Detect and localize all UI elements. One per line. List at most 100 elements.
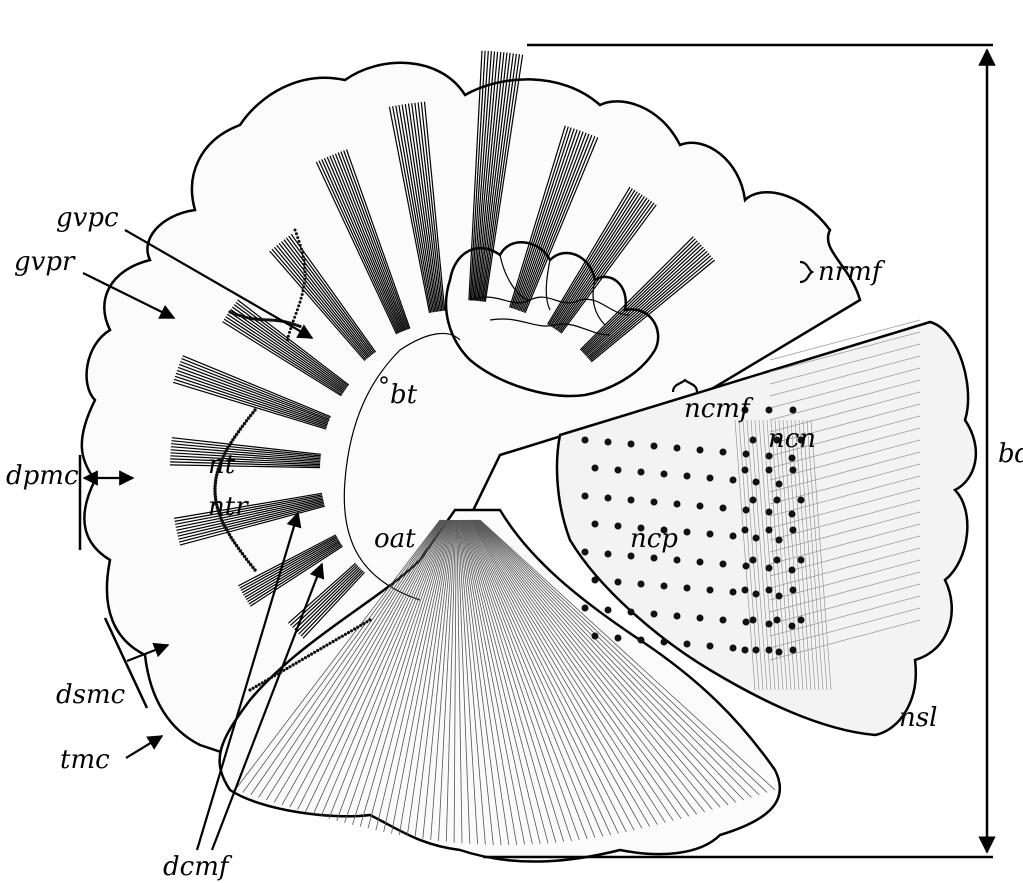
cnidocyte: [628, 609, 635, 616]
cnidocyte: [753, 647, 760, 654]
cnidocyte: [615, 467, 622, 474]
cnidocyte: [766, 587, 773, 594]
dot: [365, 620, 368, 623]
dot: [247, 560, 250, 563]
cnidocyte: [766, 407, 773, 414]
cnidocyte: [615, 579, 622, 586]
dot: [302, 259, 305, 262]
dot: [304, 270, 307, 273]
cnidocyte: [720, 449, 727, 456]
cnidocyte: [651, 555, 658, 562]
cnidocyte: [789, 567, 796, 574]
dot: [286, 339, 289, 342]
dot: [353, 627, 356, 630]
dot: [292, 320, 295, 323]
cnidocyte: [674, 501, 681, 508]
cnidocyte: [592, 633, 599, 640]
cnidocyte: [651, 499, 658, 506]
dot: [313, 651, 316, 654]
dot: [310, 653, 313, 656]
cnidocyte: [684, 473, 691, 480]
label-ncn: ncn: [768, 424, 816, 454]
cnidocyte: [638, 581, 645, 588]
tmc-pointer: [126, 736, 162, 758]
cnidocyte: [750, 497, 757, 504]
cnidocyte: [742, 527, 749, 534]
dot: [270, 676, 273, 679]
dot: [328, 642, 331, 645]
dot: [319, 647, 322, 650]
dot: [297, 304, 300, 307]
cnidocyte: [776, 537, 783, 544]
cnidocyte: [582, 605, 589, 612]
dot: [298, 660, 301, 663]
label-bd: bd: [998, 439, 1023, 469]
cnidocyte: [592, 465, 599, 472]
dot: [356, 626, 359, 629]
cnidocyte: [674, 613, 681, 620]
dot: [287, 335, 290, 338]
dot: [299, 244, 302, 247]
cnidocyte: [742, 647, 749, 654]
dot: [368, 618, 371, 621]
cnidocyte: [776, 649, 783, 656]
dot: [350, 629, 353, 632]
label-gvpr: gvpr: [14, 247, 76, 277]
dot: [338, 636, 341, 639]
cnidocyte: [697, 615, 704, 622]
dot: [359, 624, 362, 627]
cnidocyte: [605, 607, 612, 614]
cnidocyte: [674, 445, 681, 452]
cnidocyte: [638, 637, 645, 644]
dot: [325, 644, 328, 647]
dot: [264, 679, 267, 682]
dot: [241, 425, 244, 428]
dot: [304, 274, 307, 277]
label-nsl: nsl: [899, 703, 937, 733]
label-ntr: ntr: [208, 492, 249, 522]
cnidocyte: [720, 617, 727, 624]
cnidocyte: [720, 505, 727, 512]
dot: [273, 674, 276, 677]
cnidocyte: [638, 469, 645, 476]
dot: [253, 568, 256, 571]
label-oat: oat: [374, 524, 416, 554]
dot: [247, 416, 250, 419]
dot: [302, 285, 305, 288]
cnidocyte: [750, 617, 757, 624]
dot: [301, 658, 304, 661]
cnidocyte: [790, 467, 797, 474]
dot: [288, 665, 291, 668]
dot: [248, 688, 251, 691]
cnidocyte: [684, 529, 691, 536]
dot: [295, 232, 298, 235]
label-ncp: ncp: [630, 524, 678, 554]
cnidocyte: [776, 481, 783, 488]
dot: [316, 649, 319, 652]
cnidocyte: [743, 563, 750, 570]
cnidocyte: [628, 497, 635, 504]
cnidocyte: [615, 523, 622, 530]
cnidocyte: [790, 407, 797, 414]
cnidocyte: [750, 437, 757, 444]
dot: [249, 563, 252, 566]
cnidocyte: [798, 617, 805, 624]
cnidocyte: [582, 493, 589, 500]
dot: [239, 549, 242, 552]
dot: [362, 622, 365, 625]
cnidocyte: [730, 645, 737, 652]
cnidocyte: [684, 585, 691, 592]
cnidocyte: [743, 451, 750, 458]
label-tmc: tmc: [60, 745, 110, 775]
cnidocyte: [790, 647, 797, 654]
dot: [245, 419, 248, 422]
cnidocyte: [766, 467, 773, 474]
label-nrmf: nrmf: [818, 257, 886, 287]
dot: [303, 263, 306, 266]
cnidocyte: [753, 535, 760, 542]
cnidocyte: [707, 587, 714, 594]
cnidocyte: [789, 511, 796, 518]
cnidocyte: [790, 527, 797, 534]
dot: [303, 282, 306, 285]
